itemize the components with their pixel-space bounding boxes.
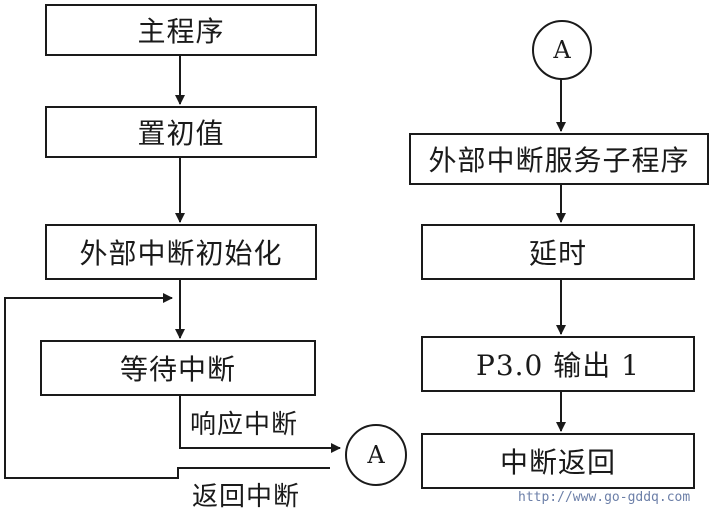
watermark-text: http://www.go-gddq.com — [518, 490, 691, 505]
wait-interrupt-label: 等待中断 — [119, 353, 236, 386]
delay-box: 延时 — [421, 224, 695, 280]
output-box: P3.0 输出 1 — [421, 336, 695, 392]
connector-a-in: A — [532, 20, 592, 80]
respond-interrupt-label: 响应中断 — [190, 410, 299, 440]
return-interrupt-label: 返回中断 — [192, 482, 301, 512]
connector-a-out-label: A — [367, 441, 385, 469]
interrupt-return-box: 中断返回 — [421, 433, 695, 489]
interrupt-return-label: 中断返回 — [499, 446, 616, 479]
wait-interrupt-box: 等待中断 — [40, 340, 316, 396]
connector-a-out: A — [345, 424, 407, 486]
delay-label: 延时 — [528, 237, 587, 270]
set-initial-box: 置初值 — [45, 106, 317, 158]
main-program-label: 主程序 — [137, 15, 225, 48]
set-initial-label: 置初值 — [137, 117, 225, 150]
ext-interrupt-init-box: 外部中断初始化 — [45, 224, 317, 280]
connector-a-in-label: A — [553, 36, 571, 64]
isr-box: 外部中断服务子程序 — [409, 133, 709, 185]
ext-interrupt-init-label: 外部中断初始化 — [79, 237, 283, 270]
isr-label: 外部中断服务子程序 — [428, 144, 690, 177]
loop-back-line — [4, 293, 330, 479]
arrow-respond-to-A — [179, 396, 341, 453]
main-program-box: 主程序 — [45, 4, 317, 56]
output-label: P3.0 输出 1 — [476, 349, 640, 382]
